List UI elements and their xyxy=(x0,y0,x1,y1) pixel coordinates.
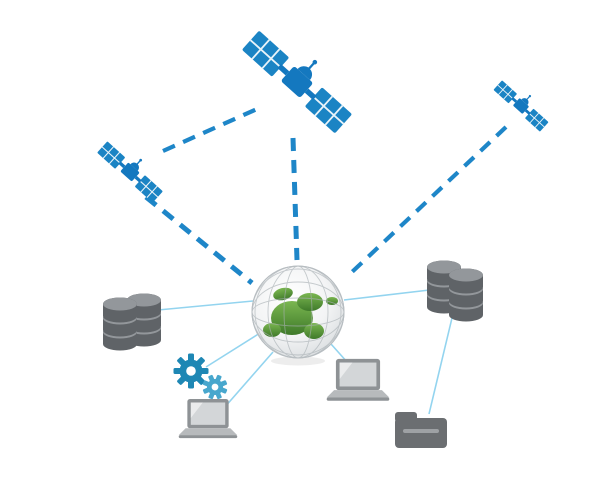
globe-icon xyxy=(251,265,345,366)
database-stack-icon xyxy=(449,268,483,322)
dashed-link-satellite-right-to-globe xyxy=(350,125,508,274)
globe-shadow xyxy=(271,356,325,366)
globe-continents xyxy=(263,287,338,339)
globe-outline xyxy=(251,265,345,359)
laptop-icon-right xyxy=(326,358,390,401)
ground-links xyxy=(157,288,453,415)
globe-gridlines xyxy=(252,266,344,358)
database-cluster-left-icon xyxy=(103,293,161,351)
storage-device-icon xyxy=(395,412,447,448)
satellite-links xyxy=(144,107,508,285)
laptop-icon-left xyxy=(178,399,238,439)
database-cluster-right-icon xyxy=(427,260,483,322)
gears-icon xyxy=(173,353,228,400)
dashed-link-satellite-main-to-globe xyxy=(290,137,300,261)
database-stack-icon xyxy=(103,297,137,351)
network-line-globe-to-database-right xyxy=(343,288,439,301)
satellite-icon-left xyxy=(96,133,171,204)
dashed-link-satellite-left-to-main xyxy=(162,107,258,153)
gear-large-icon xyxy=(173,353,209,389)
network-line-database-right-to-device xyxy=(428,317,453,415)
satellite-icon-right xyxy=(492,73,555,133)
network-line-globe-to-gears xyxy=(205,332,261,368)
dashed-link-satellite-left-to-globe xyxy=(144,195,254,285)
network-line-globe-to-database-left xyxy=(157,300,254,311)
network-line-globe-to-laptop-left xyxy=(223,351,274,409)
satellite-icon-main xyxy=(240,17,365,135)
gear-small-icon xyxy=(202,374,228,400)
